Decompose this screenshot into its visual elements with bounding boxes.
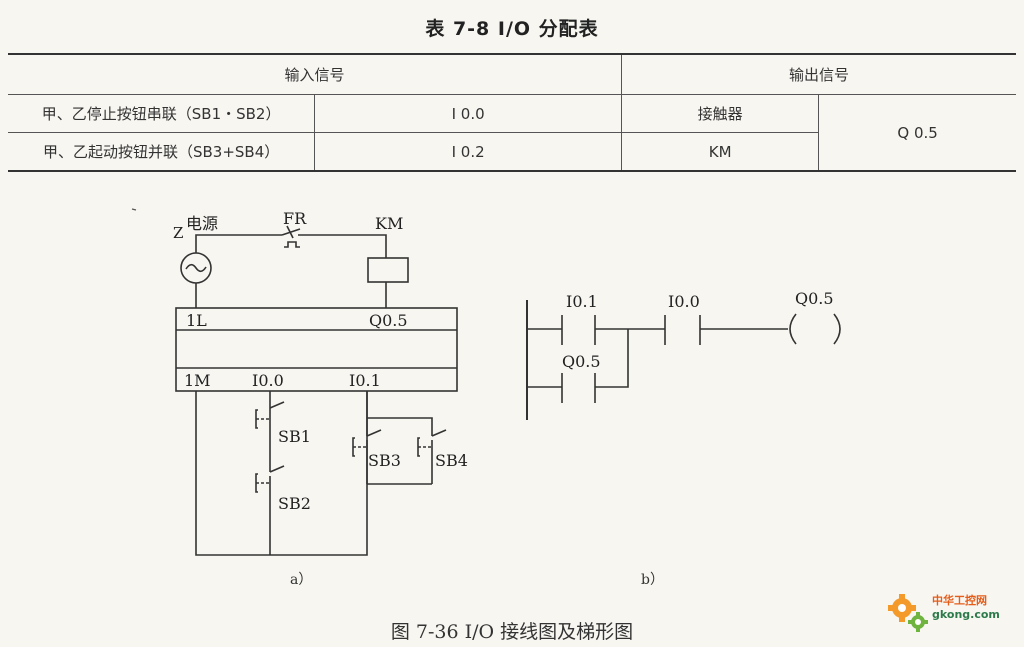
sb2-label: SB2 [278, 494, 311, 513]
fr-thermal-relay-symbol [281, 225, 301, 248]
terminal-1l: 1L [186, 311, 207, 330]
sb1-label: SB1 [278, 427, 311, 446]
contact-i00-symbol [664, 315, 701, 345]
ladder-label-i01: I0.1 [566, 292, 598, 311]
row2-addr: I 0.2 [314, 132, 622, 171]
subfigure-label-a: a） [290, 572, 313, 588]
contact-q05-symbol [527, 329, 629, 403]
table-row: 甲、乙停止按钮串联（SB1・SB2） I 0.0 接触器 Q 0.5 [8, 94, 1016, 172]
terminal-1m: 1M [184, 371, 211, 390]
terminal-i00: I0.0 [252, 371, 284, 390]
contact-i01-symbol [527, 315, 596, 345]
logo-text-domain: gkong.com [932, 608, 1000, 621]
io-assignment-table: 输入信号 输出信号 甲、乙停止按钮串联（SB1・SB2） I 0.0 接触器 Q… [8, 53, 1016, 172]
header-output: 输出信号 [621, 54, 1016, 95]
row1-addr: I 0.0 [314, 94, 622, 133]
sb3-pushbutton-symbol [352, 418, 382, 484]
wire-parallel-top [367, 417, 433, 436]
figure-caption: 图 7-36 I/O 接线图及梯形图 [390, 621, 634, 643]
subfigure-label-b: b） [641, 572, 664, 588]
logo-text-cn: 中华工控网 [932, 594, 987, 607]
output-device-line2: KM [620, 132, 819, 171]
header-input: 输入信号 [8, 54, 622, 95]
table-row: 甲、乙起动按钮并联（SB3+SB4） I 0.2 KM [8, 132, 1016, 171]
output-device-line1: 接触器 [620, 94, 820, 133]
sine-wave-icon [185, 263, 207, 273]
coil-q05-symbol [789, 313, 841, 345]
gear-icon [888, 594, 928, 632]
table-title: 表 7-8 I/O 分配表 [425, 18, 599, 40]
sb3-label: SB3 [368, 451, 401, 470]
terminal-i01: I0.1 [349, 371, 381, 390]
km-coil-symbol [367, 257, 409, 283]
sb4-label: SB4 [435, 451, 468, 470]
row1-desc: 甲、乙停止按钮串联（SB1・SB2） [8, 94, 316, 133]
ladder-label-i00: I0.0 [668, 292, 700, 311]
terminal-q05: Q0.5 [369, 311, 408, 330]
output-addr: Q 0.5 [818, 94, 1016, 172]
sb2-pushbutton-symbol [255, 465, 285, 496]
stray-mark [131, 208, 137, 211]
source-label: 电源 [186, 214, 218, 233]
wire-top-left [195, 234, 282, 253]
fr-label: FR [283, 209, 307, 228]
wire-input-loop [195, 391, 368, 556]
gkong-logo: 中华工控网 gkong.com [884, 588, 1014, 636]
sb4-pushbutton-symbol [417, 429, 447, 484]
ladder-label-q05-contact: Q0.5 [562, 352, 601, 371]
z-label: Z [173, 224, 183, 242]
ladder-label-coil: Q0.5 [795, 289, 834, 308]
km-label: KM [375, 214, 403, 233]
row2-desc: 甲、乙起动按钮并联（SB3+SB4） [8, 132, 316, 171]
sb1-pushbutton-symbol [255, 401, 285, 433]
table-header-row: 输入信号 输出信号 [8, 54, 1016, 95]
wire-top-right [298, 234, 387, 258]
plc-block [175, 307, 458, 392]
